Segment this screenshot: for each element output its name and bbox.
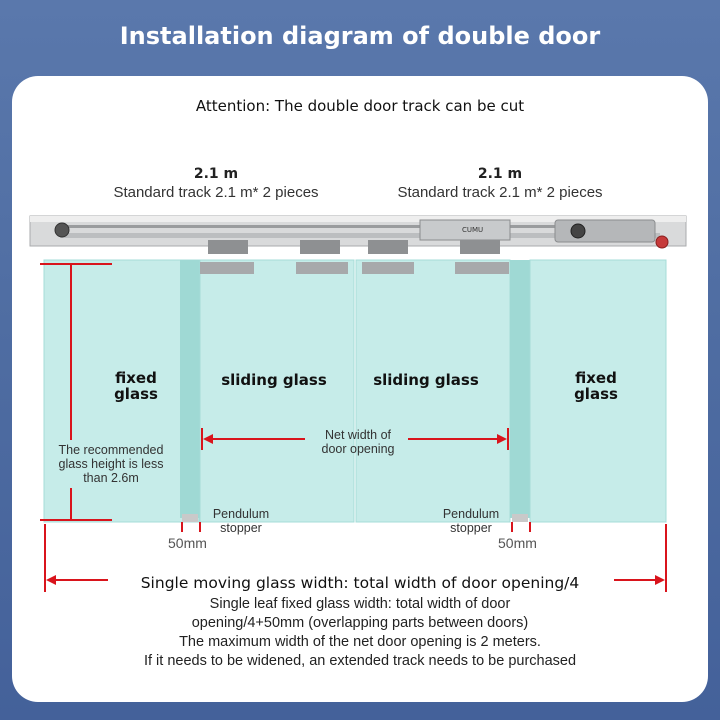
- fixed-glass-width-rule-2: opening/4+50mm (overlapping parts betwee…: [191, 615, 529, 631]
- attention-note: Attention: The double door track can be …: [195, 97, 525, 115]
- moving-glass-width-rule: Single moving glass width: total width o…: [140, 574, 580, 592]
- overlap-label-left: 50mm: [168, 535, 207, 551]
- overall-width-arrowhead-left: [46, 575, 56, 585]
- idler-pulley: [54, 222, 70, 238]
- bottom-notes: Single moving glass width: total width o…: [0, 574, 720, 671]
- sliding-glass-left-pane: [199, 259, 355, 523]
- fixed-glass-right-label: fixed glass: [574, 369, 618, 403]
- fixed-glass-right-pane: [529, 259, 667, 523]
- net-width-label: Net width of door opening: [321, 428, 395, 456]
- net-width-arrowhead-left: [203, 434, 213, 444]
- track-top-lip: [30, 216, 686, 222]
- roller-hanger-3: [362, 240, 414, 274]
- track-brand-text: CUMU: [462, 226, 483, 234]
- pendulum-stopper-left-label: Pendulum stopper: [212, 507, 270, 535]
- track-inner-channel: [60, 233, 660, 238]
- pendulum-stopper-right-label: Pendulum stopper: [442, 507, 500, 535]
- overlap-label-right: 50mm: [498, 535, 537, 551]
- track-length-right: 2.1 m: [477, 166, 523, 182]
- roller-hanger-2: [296, 240, 348, 274]
- fixed-glass-left-label: fixed glass: [114, 369, 158, 403]
- glass-height-note: The recommended glass height is less tha…: [58, 443, 164, 485]
- fixed-glass-left-pane: [43, 259, 200, 523]
- sliding-glass-right-pane: [355, 259, 511, 523]
- sliding-glass-right-label: sliding glass: [373, 371, 479, 389]
- overall-width-arrowhead-right: [655, 575, 665, 585]
- track-desc-left: Standard track 2.1 m* 2 pieces: [113, 184, 319, 201]
- extension-note: If it needs to be widened, an extended t…: [143, 653, 577, 669]
- roller-hanger-4: [455, 240, 509, 274]
- motor-unit: [554, 219, 656, 243]
- track-desc-right: Standard track 2.1 m* 2 pieces: [397, 184, 603, 201]
- overlap-strip-right: [510, 260, 530, 518]
- pendulum-stopper-left: [182, 514, 198, 522]
- fixed-glass-width-rule-1: Single leaf fixed glass width: total wid…: [209, 596, 511, 612]
- motor-pulley: [570, 223, 586, 239]
- pendulum-stopper-right: [512, 514, 528, 522]
- roller-hanger-1: [200, 240, 254, 274]
- diagram-title: Installation diagram of double door: [119, 22, 601, 50]
- track-length-left: 2.1 m: [193, 166, 239, 182]
- track-belt: [60, 225, 560, 228]
- end-cap-icon: [655, 235, 669, 249]
- overlap-strip-left: [180, 260, 200, 518]
- sliding-glass-left-label: sliding glass: [221, 371, 327, 389]
- max-opening-note: The maximum width of the net door openin…: [179, 634, 541, 650]
- net-width-arrowhead-right: [497, 434, 507, 444]
